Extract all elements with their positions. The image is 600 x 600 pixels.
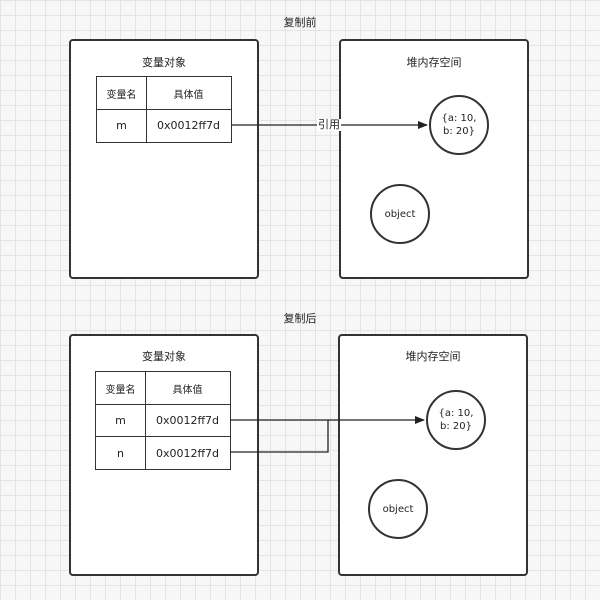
after-other-object-label: object xyxy=(382,503,414,515)
after-heap-panel-title: 堆内存空间 xyxy=(405,350,461,363)
before-variables-panel: 变量对象 xyxy=(69,39,259,279)
before-row-m-name: m xyxy=(96,108,147,143)
after-variables-panel-title: 变量对象 xyxy=(142,350,186,363)
before-referenced-object-line1: {a: 10, xyxy=(441,113,477,124)
after-header-value: 具体值 xyxy=(144,371,231,405)
before-other-object-node: object xyxy=(370,184,430,244)
after-referenced-object-node: {a: 10, b: 20} xyxy=(426,390,486,450)
before-referenced-object-line2: b: 20} xyxy=(443,126,475,137)
after-header-varname: 变量名 xyxy=(95,371,146,405)
before-row-m-value: 0x0012ff7d xyxy=(145,108,232,143)
before-other-object-label: object xyxy=(384,208,416,220)
after-referenced-object-line2: b: 20} xyxy=(440,421,472,432)
after-row-n-name: n xyxy=(95,436,146,470)
before-variables-panel-title: 变量对象 xyxy=(142,56,186,69)
after-section-title: 复制后 xyxy=(283,312,317,325)
after-row-m-name: m xyxy=(95,403,146,438)
before-heap-panel: 堆内存空间 xyxy=(339,39,529,279)
after-other-object-node: object xyxy=(368,479,428,539)
before-section-title: 复制前 xyxy=(283,16,317,29)
before-header-varname: 变量名 xyxy=(96,76,147,110)
after-referenced-object-line1: {a: 10, xyxy=(438,408,474,419)
before-heap-panel-title: 堆内存空间 xyxy=(406,56,462,69)
before-referenced-object-node: {a: 10, b: 20} xyxy=(429,95,489,155)
before-reference-label: 引用 xyxy=(317,118,341,131)
after-heap-panel: 堆内存空间 xyxy=(338,334,528,576)
before-header-value: 具体值 xyxy=(145,76,232,110)
after-row-n-value: 0x0012ff7d xyxy=(144,436,231,470)
after-row-m-value: 0x0012ff7d xyxy=(144,403,231,438)
